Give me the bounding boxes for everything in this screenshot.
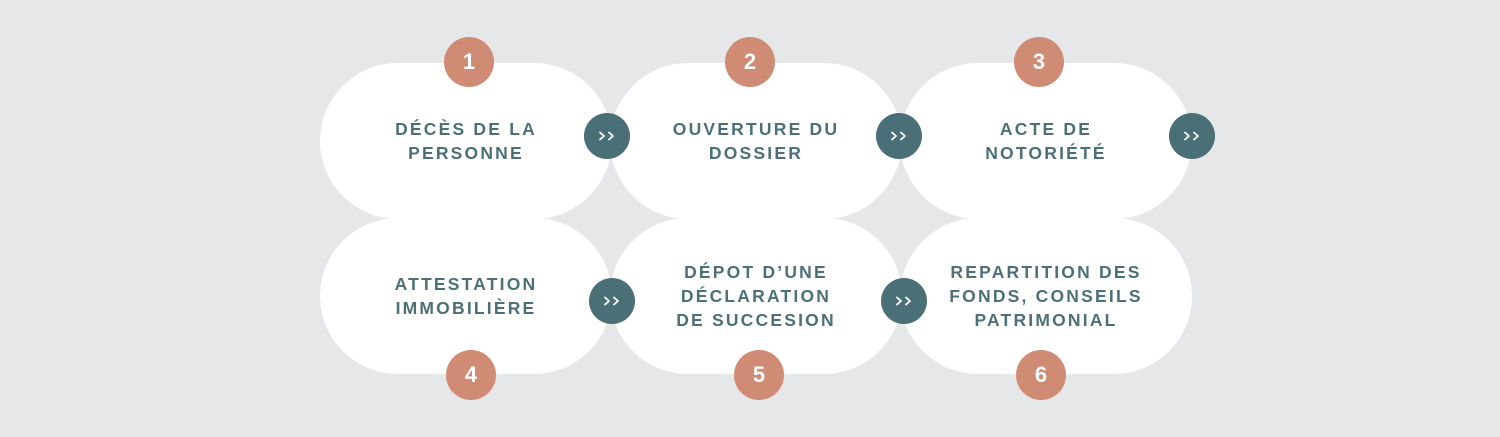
step-4-pill: ATTESTATION IMMOBILIÈRE [320, 218, 612, 374]
double-chevron-right-icon [891, 131, 906, 141]
next-arrow-button-2[interactable] [876, 113, 922, 159]
step-3-badge: 3 [1014, 37, 1064, 87]
step-6-pill: REPARTITION DES FONDS, CONSEILS PATRIMON… [900, 218, 1192, 374]
step-6-badge: 6 [1016, 350, 1066, 400]
step-5-pill: DÉPOT D’UNE DÉCLARATION DE SUCCESION [610, 218, 902, 374]
next-arrow-button-4[interactable] [589, 278, 635, 324]
double-chevron-right-icon [599, 131, 614, 141]
step-2-pill: OUVERTURE DU DOSSIER [610, 63, 902, 219]
step-4-label: ATTESTATION IMMOBILIÈRE [394, 274, 538, 318]
double-chevron-right-icon [896, 296, 911, 306]
double-chevron-right-icon [1184, 131, 1199, 141]
next-arrow-button-3[interactable] [1169, 113, 1215, 159]
step-2-label: OUVERTURE DU DOSSIER [672, 119, 840, 163]
next-arrow-button-5[interactable] [881, 278, 927, 324]
step-4-badge: 4 [446, 350, 496, 400]
step-6-label: REPARTITION DES FONDS, CONSEILS PATRIMON… [949, 262, 1143, 330]
step-5-badge: 5 [734, 350, 784, 400]
step-1-badge: 1 [444, 37, 494, 87]
next-arrow-button-1[interactable] [584, 113, 630, 159]
step-5-label: DÉPOT D’UNE DÉCLARATION DE SUCCESION [676, 262, 836, 330]
double-chevron-right-icon [604, 296, 619, 306]
step-3-pill: ACTE DE NOTORIÉTÉ [900, 63, 1192, 219]
step-1-label: DÉCÈS DE LA PERSONNE [395, 119, 537, 163]
step-1-pill: DÉCÈS DE LA PERSONNE [320, 63, 612, 219]
step-3-label: ACTE DE NOTORIÉTÉ [985, 119, 1107, 163]
step-2-badge: 2 [725, 37, 775, 87]
